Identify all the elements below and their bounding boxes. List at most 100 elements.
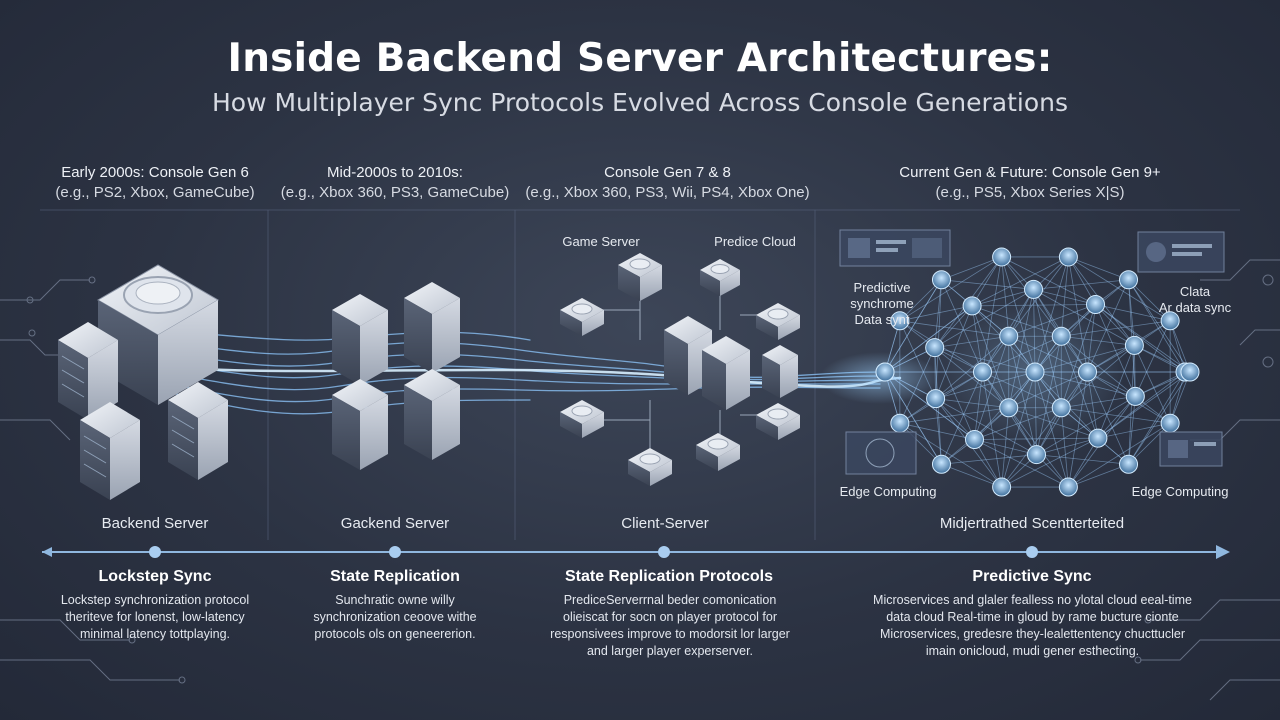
section-title: Lockstep Sync — [98, 568, 212, 585]
mesh-node-icon — [931, 454, 951, 474]
page-title: Inside Backend Server Architectures: — [227, 36, 1053, 81]
mesh-link — [1068, 463, 1129, 488]
mesh-link — [884, 279, 942, 373]
mesh-node-icon — [1119, 270, 1139, 290]
mesh-node-icon — [973, 362, 992, 382]
rack-server-icon — [168, 382, 228, 480]
mesh-node-icon — [964, 430, 984, 450]
mesh-link — [884, 305, 973, 373]
mesh-link — [1128, 422, 1171, 465]
era-examples: (e.g., Xbox 360, PS3, GameCube) — [280, 184, 510, 201]
era-examples: (e.g., PS2, Xbox, GameCube) — [55, 184, 255, 201]
mesh-node-icon — [1025, 362, 1045, 382]
mesh-link — [934, 279, 942, 348]
clata-label: Clata Ar data sync — [1158, 284, 1232, 315]
mesh-link — [971, 256, 1069, 307]
mesh-link — [899, 320, 936, 399]
mesh-node-icon — [1086, 294, 1106, 314]
mesh-link — [1128, 279, 1186, 373]
section-title: State Replication — [330, 568, 460, 585]
mesh-link — [974, 439, 1037, 455]
rack-server-icon — [702, 336, 750, 410]
mesh-link — [1128, 396, 1136, 465]
mesh-link — [884, 371, 936, 399]
edge-computing-label: Edge Computing — [839, 484, 937, 499]
mesh-link — [935, 398, 942, 465]
mesh-node-icon — [1119, 454, 1139, 474]
circuit-decoration-right — [1134, 259, 1280, 701]
mesh-link — [884, 279, 942, 373]
mesh-link — [884, 371, 936, 399]
architecture-label: Gackend Server — [340, 515, 450, 532]
era-title: Mid-2000s to 2010s: — [327, 164, 463, 181]
mesh-node-icon — [890, 413, 910, 433]
mesh-node-icon — [992, 247, 1012, 267]
mesh-node-icon — [925, 338, 945, 358]
timeline — [42, 545, 1230, 559]
era-title: Console Gen 7 & 8 — [604, 164, 731, 181]
main-server-icon — [97, 264, 219, 405]
mesh-link — [884, 305, 973, 373]
cloud-server-icon — [700, 259, 740, 296]
mesh-node-icon — [875, 362, 895, 382]
mesh-link — [1068, 437, 1099, 488]
mesh-node-icon — [1051, 398, 1071, 418]
mesh-link — [1128, 371, 1186, 465]
client-console-icon — [560, 400, 604, 438]
era-title: Early 2000s: Console Gen 6 — [61, 164, 249, 181]
mesh-link — [899, 422, 1002, 488]
mesh-link — [1097, 371, 1191, 439]
era-title: Current Gen & Future: Console Gen 9+ — [899, 164, 1161, 181]
client-console-icon — [696, 433, 740, 471]
section-description: PrediceServerrnal beder comonication oli… — [550, 593, 790, 658]
rack-server-icon — [404, 369, 460, 460]
mesh-node-icon — [1160, 311, 1180, 331]
mesh-link — [1097, 422, 1171, 439]
era-heading: Early 2000s: Console Gen 6 (e.g., PS2, X… — [40, 163, 270, 203]
mesh-node-icon — [890, 311, 910, 331]
mesh-node-icon — [1088, 428, 1108, 448]
mesh-link — [971, 289, 1034, 307]
mesh-link — [899, 422, 942, 465]
mesh-node-icon — [1180, 362, 1200, 382]
era-heading: Current Gen & Future: Console Gen 9+ (e.… — [860, 163, 1200, 203]
era-heading: Console Gen 7 & 8 (e.g., Xbox 360, PS3, … — [520, 163, 815, 203]
mesh-link — [974, 439, 1069, 488]
mesh-link — [899, 305, 973, 322]
mesh-link — [899, 279, 942, 322]
mesh-link — [899, 347, 936, 424]
mesh-link — [1001, 256, 1096, 305]
timeline-marker — [1026, 546, 1038, 558]
timeline-marker — [149, 546, 161, 558]
mesh-link — [1095, 304, 1171, 322]
mesh-link — [1001, 437, 1099, 488]
client-console-icon — [628, 448, 672, 486]
mesh-node-icon — [992, 477, 1012, 497]
mesh-link — [1036, 437, 1099, 455]
mesh-link — [899, 422, 975, 440]
rack-server-icon — [332, 379, 388, 470]
mesh-link — [1068, 422, 1171, 488]
page-subtitle: How Multiplayer Sync Protocols Evolved A… — [212, 88, 1068, 117]
rack-server-icon — [664, 316, 712, 395]
rack-server-icon — [762, 345, 798, 398]
mesh-node-icon — [1058, 477, 1078, 497]
dashboard-panel-icon — [845, 431, 917, 475]
rack-server-icon — [58, 322, 118, 420]
mesh-node-icon — [1124, 335, 1144, 355]
rack-server-icon — [332, 294, 388, 385]
mesh-link — [1134, 345, 1171, 424]
mesh-node-icon — [1078, 362, 1097, 382]
mesh-link — [971, 256, 1002, 307]
edge-computing-label: Edge Computing — [1131, 484, 1229, 499]
mesh-link — [1128, 371, 1191, 465]
section-description: Sunchratic owne willy synchronization ce… — [313, 593, 477, 641]
mesh-link — [884, 371, 942, 465]
era-examples: (e.g., Xbox 360, PS3, Wii, PS4, Xbox One… — [525, 184, 810, 201]
timeline-marker — [658, 546, 670, 558]
mesh-node-icon — [1160, 413, 1180, 433]
mesh-node-icon — [926, 389, 946, 409]
dashboard-panel-icon — [1137, 231, 1225, 273]
section-description: Lockstep synchronization protocol therit… — [60, 593, 250, 641]
